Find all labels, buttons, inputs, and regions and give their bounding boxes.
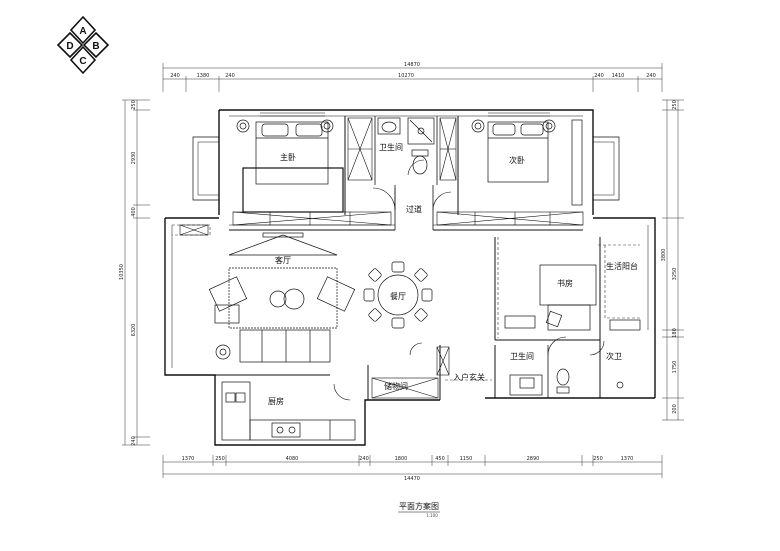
dim-left-4: 240 [131,436,137,446]
dim-left-2: 400 [131,207,137,217]
dim-bottom-2: 4080 [286,456,299,462]
logo-letter-b: B [92,41,99,52]
room-label-guest-bathroom: 卫生间 [510,351,534,361]
dim-bottom-5: 450 [435,456,445,462]
dim-right-5: 200 [672,404,678,414]
kitchen-counter [221,381,356,441]
dim-bottom-3: 240 [359,456,369,462]
room-label-secondary-bathroom: 次卫 [606,351,622,361]
dim-top-4: 1410 [612,73,625,79]
dashed-boundaries [172,224,640,381]
logo-mark [56,15,110,75]
drawing-title: 平面方案图 [399,501,439,511]
dim-bottom-1: 250 [215,456,225,462]
room-label-dining-room: 餐厅 [390,292,406,301]
dim-bottom-8: 250 [593,456,603,462]
door-swings [333,159,605,401]
walls [164,109,656,446]
dim-left-3: 6320 [131,324,137,337]
dim-top-mid: 10270 [398,73,414,79]
wardrobe-cabinets [179,117,584,399]
dim-left-0: 250 [131,100,137,110]
room-label-study: 书房 [557,278,573,288]
dim-top-0: 240 [170,73,180,79]
dining-table [363,261,433,329]
bath-fixtures [377,117,624,396]
windows [164,112,656,365]
room-label-entry: 入户玄关 [453,372,485,382]
dim-bottom-6: 1150 [460,456,473,462]
study-furniture [504,264,641,331]
dim-bottom-total: 14470 [404,476,420,482]
dim-right-1: 3800 [661,249,667,262]
logo-letter-c: C [79,56,86,67]
dim-right-2: 3250 [672,268,678,281]
dim-bottom-9: 1370 [621,456,634,462]
dim-top-2: 240 [225,73,235,79]
dim-top-1: 1380 [197,73,210,79]
dim-left-total: 10350 [119,264,125,280]
drawing-scale: 1:100 [426,513,438,518]
logo-letter-d: D [66,41,73,52]
dim-bottom-7: 2890 [527,456,540,462]
dim-right-0: 250 [672,100,678,110]
dim-right-3: 180 [672,328,678,338]
room-label-bathroom: 卫生间 [379,142,403,152]
dim-bottom-4: 1800 [395,456,408,462]
second-bed [471,119,583,206]
dim-bottom-0: 1370 [182,456,195,462]
logo-letter-a: A [79,26,86,37]
master-bed [236,119,344,213]
dim-top-3: 240 [594,73,604,79]
dim-top-total: 14870 [404,62,420,68]
living-furniture [208,232,356,363]
room-label-master-bedroom: 主卧 [280,152,296,162]
dimension-lines [122,63,684,478]
room-label-balcony: 生活阳台 [606,261,638,271]
dim-top-5: 240 [646,73,656,79]
dim-left-1: 2930 [131,152,137,165]
dim-right-4: 1750 [672,361,678,374]
room-label-second-bedroom: 次卧 [509,155,525,165]
room-label-storage: 储物间 [384,381,408,391]
room-label-living-room: 客厅 [275,255,291,265]
room-label-kitchen: 厨房 [268,396,284,406]
room-label-hallway: 过道 [406,204,422,214]
